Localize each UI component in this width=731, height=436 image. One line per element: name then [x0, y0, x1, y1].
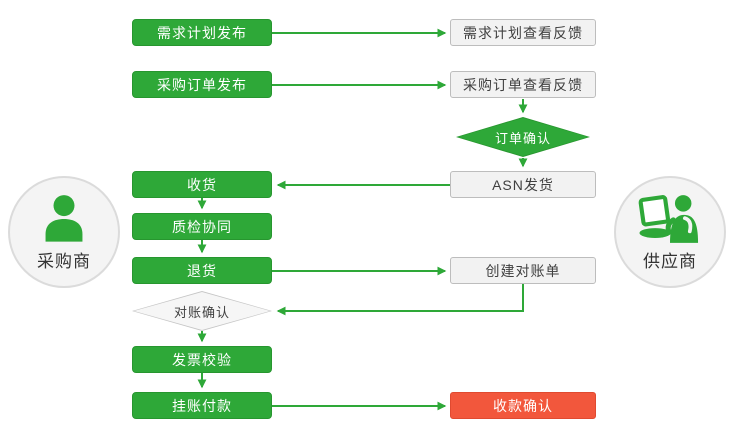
node-asn-shipment: ASN发货: [450, 171, 596, 198]
node-demand-plan-feedback: 需求计划查看反馈: [450, 19, 596, 46]
node-demand-plan-publish: 需求计划发布: [132, 19, 272, 46]
node-receipt-confirm: 收款确认: [450, 392, 596, 419]
node-order-confirm: 订单确认: [456, 117, 590, 157]
node-purchase-order-publish: 采购订单发布: [132, 71, 272, 98]
node-payment-on-account: 挂账付款: [132, 392, 272, 419]
diamond-label: 订单确认: [494, 130, 551, 146]
node-return-goods: 退货: [132, 257, 272, 284]
supplier-circle: 供应商: [614, 176, 726, 288]
node-reconciliation-confirm: 对账确认: [132, 291, 272, 331]
buyer-label: 采购商: [37, 251, 91, 271]
buyer-person-icon: [45, 194, 83, 242]
supplier-label: 供应商: [643, 251, 697, 271]
node-invoice-verify: 发票校验: [132, 346, 272, 373]
node-receive-goods: 收货: [132, 171, 272, 198]
node-create-statement: 创建对账单: [450, 257, 596, 284]
node-purchase-order-feedback: 采购订单查看反馈: [450, 71, 596, 98]
diamond-label: 对账确认: [173, 304, 230, 320]
node-quality-inspection: 质检协同: [132, 213, 272, 240]
buyer-circle: 采购商: [8, 176, 120, 288]
supplier-laptop-icon: [638, 194, 699, 243]
